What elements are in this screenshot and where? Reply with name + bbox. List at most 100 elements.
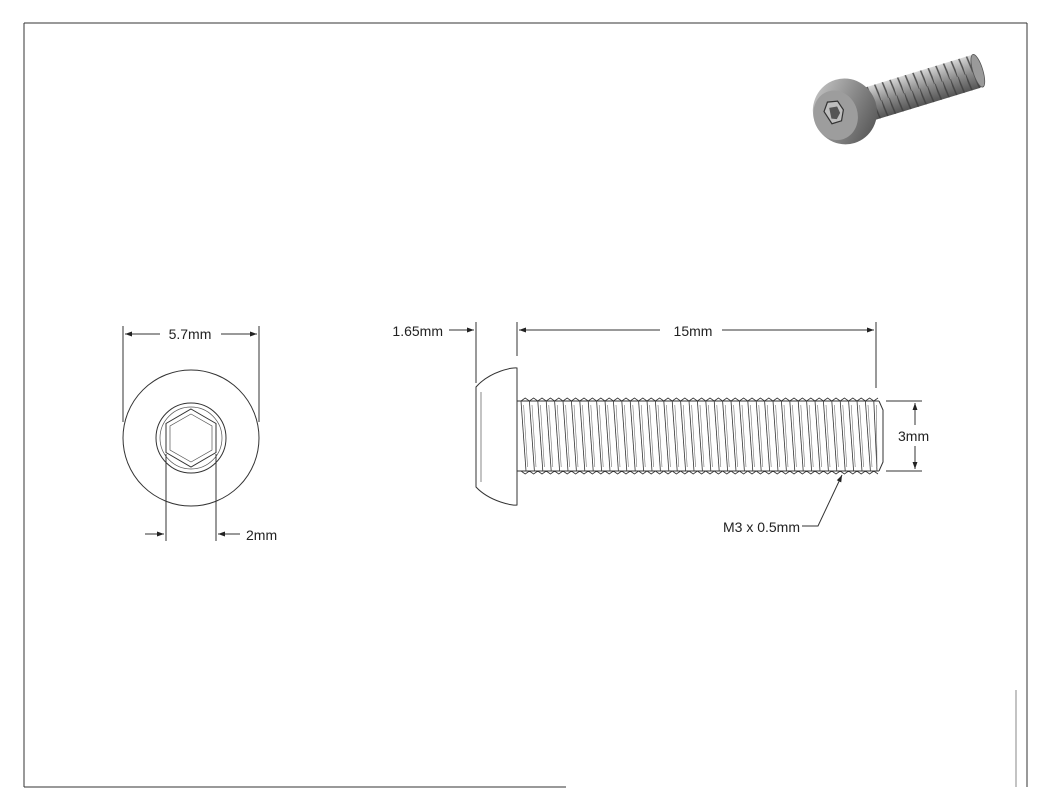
thread-crest-line: [688, 400, 695, 472]
thread-root-line: [531, 404, 537, 468]
thread-root-line: [540, 404, 545, 468]
thread-crest-line: [587, 400, 594, 472]
thread-root-line: [640, 404, 646, 468]
thread-root-line: [607, 404, 612, 468]
thread-crest-line: [781, 400, 787, 472]
thread-root-line: [876, 404, 878, 468]
thread-root-line: [624, 404, 629, 468]
thread-crest-line: [764, 400, 770, 472]
front-view: [122, 369, 260, 507]
thread-crest-line: [873, 400, 878, 472]
thread-root-line: [817, 404, 822, 468]
thread-crest-line: [730, 400, 737, 472]
thread-root-line: [716, 404, 722, 468]
thread-crest-line: [520, 400, 527, 472]
thread-crest-line: [797, 400, 804, 472]
thread-crest-line: [629, 400, 636, 472]
head-outline: [122, 369, 260, 507]
thread-crest-line: [831, 400, 838, 472]
thread-crest-line: [680, 400, 686, 472]
thread-crest-line: [865, 400, 871, 472]
thread-root-line: [573, 404, 579, 468]
thread-root-line: [666, 404, 671, 468]
thread-root-line: [657, 404, 663, 468]
thread-crest-line: [722, 400, 728, 472]
thread-crest-line: [571, 400, 577, 472]
socket-counterbore: [155, 402, 227, 474]
thread-root-line: [674, 404, 680, 468]
thread-root-line: [565, 404, 570, 468]
thread-crest-line: [671, 400, 678, 472]
thread-root-line: [750, 404, 755, 468]
isometric-screw-view: [812, 54, 986, 145]
thread-crest-line: [579, 400, 586, 472]
thread-root-line: [867, 404, 873, 468]
thread-crest-line: [814, 400, 821, 472]
thread-crest-line: [529, 400, 535, 472]
thread-crest-line: [713, 400, 720, 472]
side-view: [475, 367, 884, 506]
thread-root-line: [834, 404, 839, 468]
thread-crest-line: [747, 400, 754, 472]
thread-crest-line: [739, 400, 745, 472]
thread-root-line: [758, 404, 764, 468]
thread-crest-line: [545, 400, 552, 472]
thread-root-line: [783, 404, 789, 468]
threaded-shank: [520, 397, 879, 475]
thread-crest-line: [655, 400, 661, 472]
thread-crest-line: [604, 400, 611, 472]
head-height-label: 1.65mm: [392, 323, 443, 339]
thread-crest-line: [537, 400, 544, 472]
head-diameter-label: 5.7mm: [169, 326, 212, 342]
thread-crest-line: [848, 400, 854, 472]
thread-root-line: [615, 404, 621, 468]
thread-crest-line: [663, 400, 670, 472]
hex-socket: [165, 408, 217, 468]
thread-root-line: [724, 404, 730, 468]
thread-root-line: [691, 404, 696, 468]
thread-crest-line: [621, 400, 628, 472]
thread-root-line: [682, 404, 688, 468]
thread-crest-line: [806, 400, 812, 472]
thread-root-line: [548, 404, 554, 468]
button-head-profile: [475, 367, 518, 506]
thread-crest-line: [755, 400, 762, 472]
thread-crest-line: [638, 400, 644, 472]
thread-root-line: [775, 404, 780, 468]
thread-crest-line: [823, 400, 829, 472]
thread-crest-line: [697, 400, 703, 472]
length-dimension: 15mm: [519, 322, 877, 388]
thread-root-line: [649, 404, 654, 468]
thread-root-line: [733, 404, 738, 468]
thread-root-line: [523, 404, 528, 468]
thread-root-line: [699, 404, 705, 468]
sheet-frame: [23, 22, 1028, 788]
thread-root-line: [808, 404, 814, 468]
thread-callout: M3 x 0.5mm: [723, 474, 843, 535]
thread-crest-line: [856, 400, 863, 472]
length-label: 15mm: [674, 323, 713, 339]
thread-crest-line: [646, 400, 653, 472]
thread-root-line: [850, 404, 856, 468]
thread-crest-line: [613, 400, 619, 472]
thread-callout-label: M3 x 0.5mm: [723, 519, 800, 535]
thread-root-line: [632, 404, 638, 468]
thread-root-line: [598, 404, 604, 468]
head-height-dimension: 1.65mm: [392, 322, 518, 383]
thread-root-line: [582, 404, 587, 468]
thread-crest-line: [562, 400, 569, 472]
thread-diameter-dimension: 3mm: [886, 400, 929, 472]
thread-root-line: [556, 404, 562, 468]
thread-root-line: [792, 404, 797, 468]
socket-size-label: 2mm: [246, 527, 277, 543]
thread-root-line: [859, 404, 864, 468]
thread-crest-line: [554, 400, 560, 472]
head-diameter-dimension: 5.7mm: [122, 326, 260, 422]
thread-root-line: [825, 404, 831, 468]
thread-root-line: [766, 404, 772, 468]
thread-crest-line: [789, 400, 796, 472]
thread-crest-line: [705, 400, 712, 472]
thread-root-line: [741, 404, 747, 468]
thread-root-line: [590, 404, 596, 468]
